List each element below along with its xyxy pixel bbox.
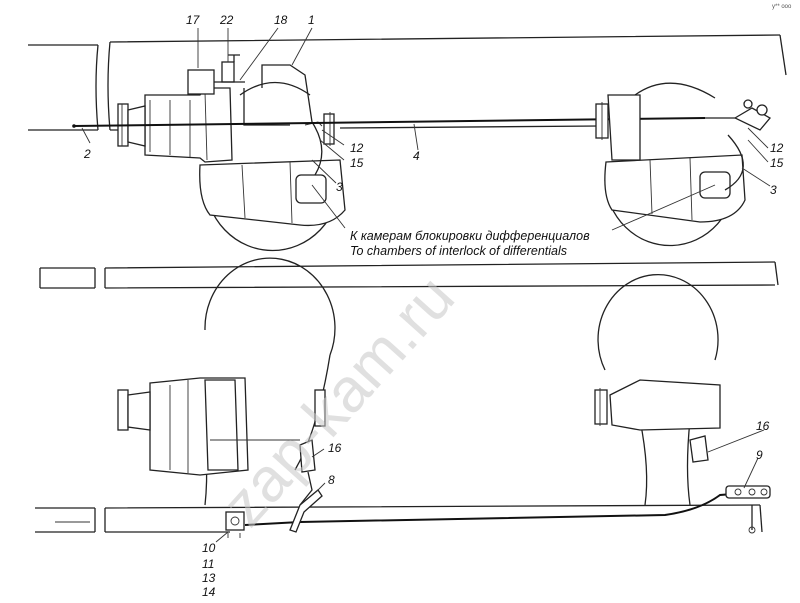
callout-12a: 12 [350, 141, 364, 155]
part-8 [289, 489, 323, 533]
callout-15a: 15 [350, 156, 364, 170]
callout-labels: 17 22 18 1 2 12 15 4 3 12 15 3 16 16 8 9… [83, 13, 784, 599]
callout-10: 10 [202, 541, 216, 555]
callout-3a: 3 [336, 180, 343, 194]
callout-17: 17 [186, 13, 201, 27]
callout-2: 2 [83, 147, 91, 161]
callout-15b: 15 [770, 156, 784, 170]
callout-13: 13 [202, 571, 216, 585]
bottom-pipe [244, 491, 761, 526]
leader-lines [81, 27, 771, 543]
callout-18: 18 [274, 13, 288, 27]
callout-8: 8 [328, 473, 335, 487]
watermark: zap-kam.ru [209, 263, 468, 540]
callout-1: 1 [308, 13, 315, 27]
middle-frame-rail [39, 261, 779, 289]
callout-4: 4 [413, 149, 420, 163]
top-frame-rail [28, 34, 787, 131]
valve-assembly-9 [725, 485, 771, 534]
caption-english: To chambers of interlock of differential… [350, 244, 567, 258]
lower-right-axle [594, 273, 721, 506]
callout-3b: 3 [770, 183, 777, 197]
rear-axle-right [595, 82, 772, 247]
bottom-frame-rail [35, 504, 763, 533]
valve-block-10-14 [225, 511, 245, 531]
callout-14: 14 [202, 585, 216, 599]
callout-16a: 16 [328, 441, 342, 455]
callout-22: 22 [219, 13, 234, 27]
lower-left-axle [117, 257, 336, 506]
callout-11: 11 [202, 557, 214, 571]
callout-16b: 16 [756, 419, 770, 433]
front-axle-left [117, 54, 346, 252]
pipe-end-point [72, 124, 76, 128]
callout-9: 9 [756, 448, 763, 462]
corner-mark: у** ооо [772, 4, 792, 10]
caption-russian: К камерам блокировки дифференциалов [350, 229, 590, 243]
callout-12b: 12 [770, 141, 784, 155]
